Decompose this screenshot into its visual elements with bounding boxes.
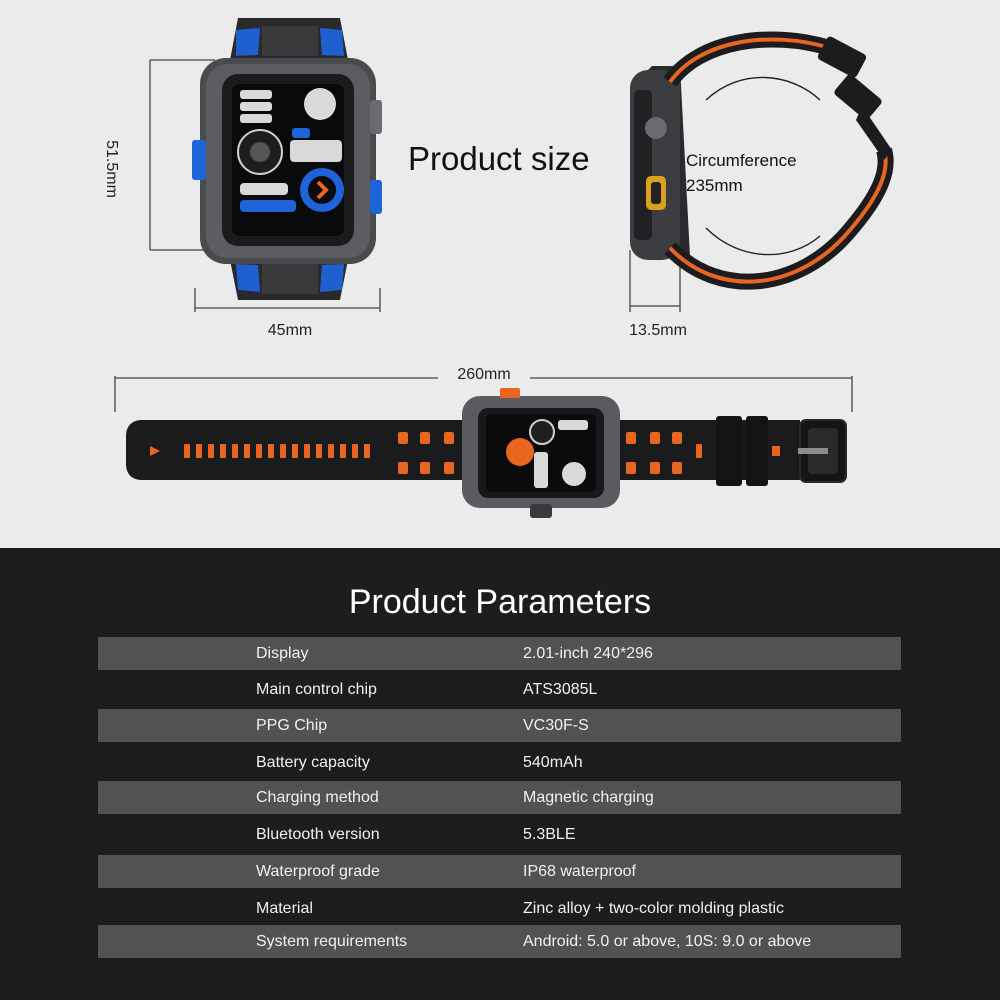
param-key: Battery capacity [256,754,370,771]
param-value: IP68 waterproof [523,863,636,880]
param-key: Display [256,645,309,662]
param-value: 2.01-inch 240*296 [523,645,653,662]
param-key: Waterproof grade [256,863,380,880]
param-row-charging: Charging method Magnetic charging [98,781,901,814]
param-value: VC30F-S [523,717,589,734]
watch-side-view [630,31,894,290]
param-value: Android: 5.0 or above, 10S: 9.0 or above [523,933,812,950]
param-row-waterproof: Waterproof grade IP68 waterproof [98,855,901,888]
param-value: 540mAh [523,754,583,771]
param-row-main-chip: Main control chip ATS3085L [98,673,901,706]
length-label: 260mm [438,366,530,384]
param-value: Zinc alloy + two-color molding plastic [523,900,784,917]
param-key: System requirements [256,933,408,950]
width-label: 45mm [267,322,313,339]
param-key: Material [256,900,313,917]
param-value: ATS3085L [523,681,598,698]
param-key: Main control chip [256,681,377,698]
param-key: Bluetooth version [256,826,380,843]
param-row-material: Material Zinc alloy + two-color molding … [98,892,901,925]
param-row-battery: Battery capacity 540mAh [98,746,901,779]
length-dimension-line [114,376,853,412]
thickness-label: 13.5mm [629,322,687,339]
param-row-ppg-chip: PPG Chip VC30F-S [98,709,901,742]
param-row-display: Display 2.01-inch 240*296 [98,637,901,670]
param-key: PPG Chip [256,717,328,734]
strap-perforations [184,432,780,474]
watch-strap-flat-view [126,388,847,518]
product-size-illustration [114,18,894,518]
width-dimension-line [194,288,381,312]
product-parameters-section [0,548,1000,1000]
circumference-label: Circumference [686,151,797,170]
param-value: 5.3BLE [523,826,576,843]
circumference-value: 235mm [686,176,743,195]
param-row-system: System requirements Android: 5.0 or abov… [98,925,901,958]
param-value: Magnetic charging [523,789,654,806]
height-label: 51.5mm [103,140,120,198]
param-row-bluetooth: Bluetooth version 5.3BLE [98,818,901,851]
param-key: Charging method [256,789,379,806]
parameters-title: Product Parameters [348,583,652,621]
watch-front-view [192,18,382,300]
product-size-title: Product size [408,140,590,177]
